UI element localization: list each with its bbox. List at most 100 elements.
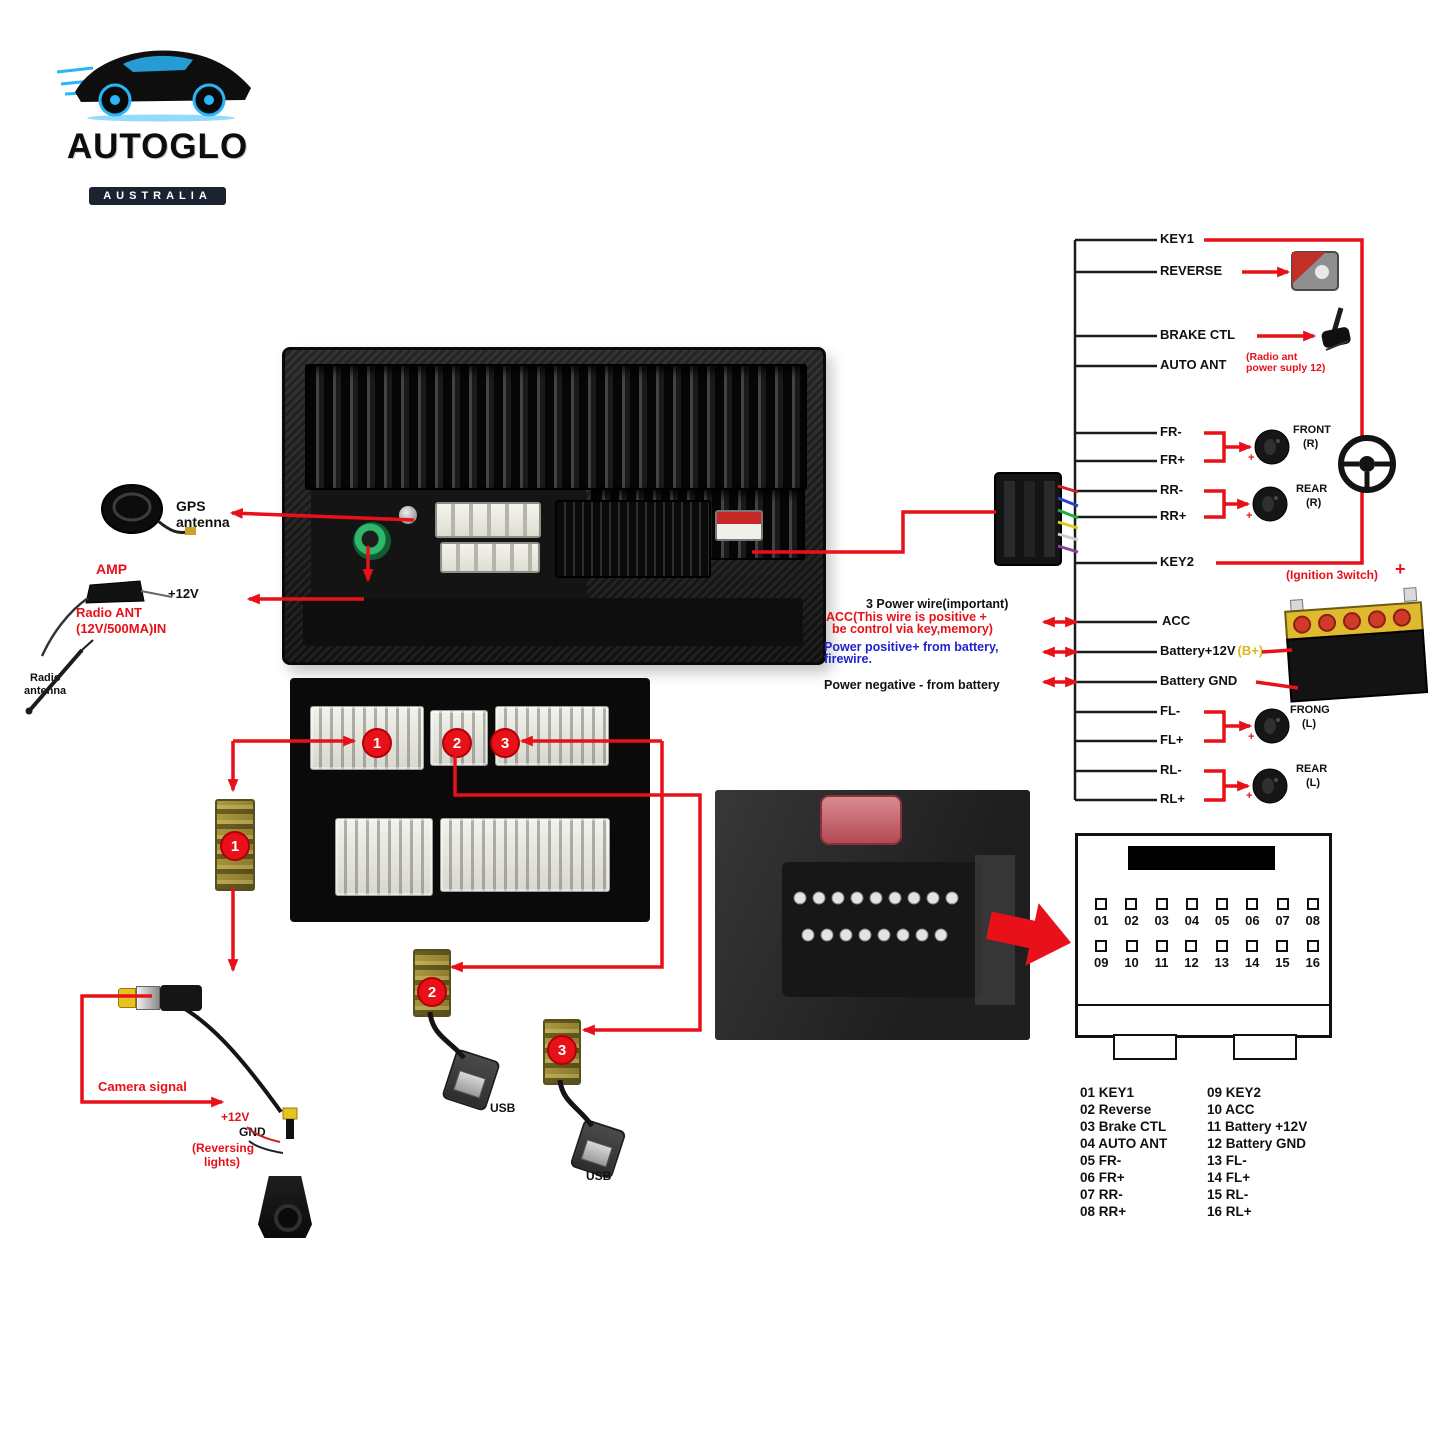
radio-ant-label-line2: (12V/500MA)IN (76, 621, 167, 636)
ignition-switch-note: (Ignition 3witch) (1286, 568, 1378, 582)
pin-number: 01 (1094, 913, 1109, 928)
pin-number: 15 (1275, 955, 1290, 970)
car-battery-icon (1284, 587, 1429, 703)
usb-label-2: USB (490, 1101, 516, 1115)
pin-number: 16 (1305, 955, 1320, 970)
radio-ant-label-line1: Radio ANT (76, 605, 142, 620)
socket-closeup-photo (715, 790, 1030, 1040)
connector-block-5 (440, 818, 610, 892)
wire-label-rr-plus: RR+ (1160, 508, 1187, 523)
legend-entry: 13 FL- (1207, 1153, 1247, 1168)
legend-entry: 15 RL- (1207, 1187, 1249, 1202)
heatsink-fins-top (305, 364, 807, 490)
pin-row-1: 01 02 03 04 05 06 07 08 (1094, 898, 1320, 928)
reversing-lights-label-line2: lights) (204, 1155, 240, 1169)
pin-number: 11 (1154, 955, 1169, 970)
gps-label-line1: GPS (176, 498, 206, 514)
legend-entry: 03 Brake CTL (1080, 1119, 1167, 1134)
power-note-acc-line2: be control via key,memory) (832, 622, 993, 636)
marker-1-socket: 1 (362, 728, 392, 758)
wire-label-brake-ctl: BRAKE CTL (1160, 327, 1236, 342)
wire-label-rl-minus: RL- (1160, 762, 1182, 777)
autoglo-logo: AUTOGLO AUSTRALIA (50, 22, 265, 205)
speaker-icon-front-left (1254, 708, 1290, 744)
pin-03: 03 (1154, 898, 1169, 928)
wire-label-reverse: REVERSE (1160, 263, 1223, 278)
gps-label-line2: antenna (176, 514, 230, 530)
legend-entry: 05 FR- (1080, 1153, 1122, 1168)
pin-number: 12 (1184, 955, 1199, 970)
pin-number: 07 (1275, 913, 1290, 928)
pin-number: 04 (1184, 913, 1200, 928)
b-plus-tag: (B+) (1237, 643, 1264, 658)
pin-number: 03 (1154, 913, 1169, 928)
pin-01: 01 (1094, 898, 1108, 928)
wire-label-fl-plus: FL+ (1160, 732, 1184, 747)
closeup-highlight (975, 855, 1015, 1005)
pin-hole-icon (1306, 898, 1319, 910)
speaker-side-rear-left: (L) (1306, 777, 1321, 789)
legend-entry: 11 Battery +12V (1207, 1119, 1308, 1134)
pin-hole-icon (1246, 898, 1259, 910)
speaker-icon-rear-right (1252, 486, 1288, 522)
wire-label-fr-minus: FR- (1160, 424, 1182, 439)
pinout-tab-right (1233, 1034, 1297, 1060)
marker-1-adapter: 1 (220, 831, 250, 861)
pin-hole-icon (1125, 898, 1138, 910)
wire-label-key2: KEY2 (1160, 554, 1194, 569)
power-note-acc-line1: ACC(This wire is positive + (826, 610, 987, 624)
rca-barrel (136, 986, 160, 1010)
reverse-gear-icon (1291, 251, 1339, 291)
brake-pedal-icon (1321, 307, 1351, 351)
pin-hole-icon (1306, 940, 1319, 952)
pin-number: 10 (1124, 955, 1139, 970)
speaker-label-rear-left: REAR (1296, 763, 1328, 775)
amp-label: AMP (96, 561, 128, 577)
pin-hole-icon (1246, 940, 1259, 952)
speaker-plus-rr: + (1246, 510, 1253, 522)
legend-row: 07 RR-15 RL- (1080, 1186, 1307, 1203)
pin-16: 16 (1305, 940, 1320, 970)
legend-entry: 12 Battery GND (1207, 1136, 1307, 1151)
camera-signal-label: Camera signal (98, 1079, 187, 1094)
radio-antenna-label-line1: Radio (30, 672, 61, 684)
black-wire-lines (1073, 238, 1157, 802)
brand-country: AUSTRALIA (89, 187, 226, 205)
legend-row: 03 Brake CTL 11 Battery +12V (1080, 1118, 1307, 1135)
speaker-plus-fr: + (1248, 452, 1255, 464)
antenna-socket (399, 506, 417, 524)
pinout-key-bar (1128, 846, 1275, 870)
marker-3-socket: 3 (490, 728, 520, 758)
wire-label-key1: KEY1 (1160, 231, 1194, 246)
pin-hole-icon (1125, 940, 1138, 952)
pin-hole-icon (1276, 940, 1289, 952)
speaker-side-rear-right: (R) (1306, 497, 1322, 509)
pinout-diagram: 01 02 03 04 05 06 07 08 09 10 11 12 13 1… (1075, 833, 1332, 1038)
plus12v-label: +12V (168, 586, 199, 601)
pinout-divider (1078, 1004, 1329, 1006)
pin-04: 04 (1185, 898, 1199, 928)
speaker-label-front-right: FRONT (1293, 424, 1331, 436)
wire-label-fl-minus: FL- (1160, 703, 1181, 718)
green-rca-connector (353, 522, 391, 560)
pin-07: 07 (1275, 898, 1290, 928)
pin-09: 09 (1094, 940, 1108, 970)
white-connector-b (440, 542, 540, 573)
pin-number: 06 (1245, 913, 1260, 928)
battery-plus-mark: + (1395, 559, 1406, 579)
wire-label-battery-12v: Battery+12V(B+) (1160, 643, 1264, 658)
main-socket-black (555, 500, 711, 578)
legend-entry: 06 FR+ (1080, 1170, 1125, 1185)
speaker-plus-fl: + (1248, 731, 1255, 743)
unit-base (303, 598, 803, 646)
legend-entry: 10 ACC (1207, 1102, 1255, 1117)
pin-hole-icon (1185, 940, 1198, 952)
power-note-negative: Power negative - from battery (824, 678, 1000, 692)
pin-05: 05 (1215, 898, 1229, 928)
pin-row-2: 09 10 11 12 13 14 15 16 (1094, 940, 1320, 970)
harness-wire-fan (1057, 484, 1079, 554)
rca-body (160, 985, 202, 1011)
reverse-camera-icon (258, 1176, 312, 1238)
